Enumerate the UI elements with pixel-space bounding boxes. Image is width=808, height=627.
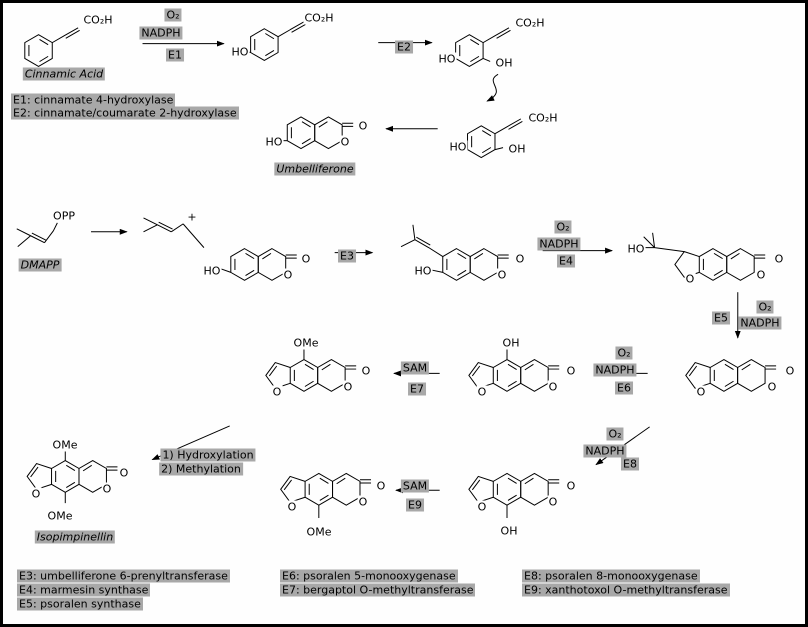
ome-label: OMe [305, 525, 333, 539]
enzyme-e3-label: E3 [338, 249, 356, 263]
legend-e5-line: E5: psoralen synthase [17, 597, 143, 611]
enzyme-e2-label: E2 [395, 40, 413, 54]
exo-oxygen-label: O [357, 119, 369, 133]
legend-e3-line: E3: umbelliferone 6-prenyltransferase [17, 569, 230, 583]
enzyme-e5-label: E5 [712, 311, 730, 325]
sam-cofactor-label: SAM [400, 361, 430, 375]
ring-oxygen-label: O [342, 380, 354, 394]
legend-e6-line: E6: psoralen 5-monooxygenase [280, 569, 458, 583]
xanthotoxin-structure [280, 472, 372, 519]
enzyme-e1-label: E1 [166, 48, 184, 62]
oh-label: OH [499, 524, 519, 538]
furan-oxygen-label: O [286, 500, 298, 514]
ho-label: HO [230, 45, 250, 59]
o2-cofactor-label: O₂ [164, 8, 182, 22]
exo-oxygen-label: O [784, 364, 796, 378]
o2-cofactor-label: O₂ [606, 427, 624, 441]
sam-cofactor-label: SAM [400, 479, 430, 493]
marmesin-structure [642, 232, 766, 281]
co2h-label: CO₂H [82, 13, 114, 27]
arrow-cyclization [486, 73, 499, 102]
exo-oxygen-label: O [773, 252, 785, 266]
hydroxylation-step-label: 1) Hydroxylation [160, 448, 256, 462]
exo-oxygen-label: O [514, 252, 526, 266]
cinnamic-acid-structure [24, 27, 80, 67]
enzyme-e4-label: E4 [557, 254, 575, 268]
xanthotoxol-structure [468, 472, 560, 519]
ring-oxygen-label: O [101, 482, 113, 496]
enzyme-e7-label: E7 [408, 382, 426, 396]
oh-label: OH [507, 142, 527, 156]
ring-oxygen-label: O [496, 268, 508, 282]
bergapten-structure [265, 347, 357, 392]
coumaric-acid-structure [246, 21, 306, 61]
ring-oxygen-label: O [547, 495, 559, 509]
ome-label: OMe [46, 509, 74, 523]
plus-charge-label: + [186, 210, 198, 224]
enzyme-e9-label: E9 [406, 498, 424, 512]
dmapp-name: DMAPP [18, 258, 62, 272]
ring-oxygen-label: O [339, 135, 351, 149]
ome-label: OMe [51, 438, 79, 452]
ho-label: HO [264, 135, 284, 149]
legend-e1-line: E1: cinnamate 4-hydroxylase [11, 93, 176, 107]
exo-oxygen-label: O [565, 479, 577, 493]
dmapp-structure [16, 222, 58, 248]
legend-e9-line: E9: xanthotoxol O-methyltransferase [522, 583, 730, 597]
ring-oxygen-label: O [357, 495, 369, 509]
methylation-step-label: 2) Methylation [159, 462, 243, 476]
nadph-cofactor-label: NADPH [139, 26, 183, 40]
furan-oxygen-label: O [684, 272, 696, 286]
ring-oxygen-label: O [755, 268, 767, 282]
furan-oxygen-label: O [476, 385, 488, 399]
nadph-cofactor-label: NADPH [738, 316, 782, 330]
legend-e4-line: E4: marmesin synthase [17, 583, 151, 597]
enzyme-e8-label: E8 [621, 457, 639, 471]
ho-label: HO [413, 264, 433, 278]
ring-oxygen-label: O [766, 380, 778, 394]
ho-label: HO [626, 242, 646, 256]
o2-cofactor-label: O₂ [756, 300, 774, 314]
exo-oxygen-label: O [565, 364, 577, 378]
co2h-label: CO₂H [527, 111, 559, 125]
co2h-label: CO₂H [514, 16, 546, 30]
nadph-cofactor-label: NADPH [593, 363, 637, 377]
o2-cofactor-label: O₂ [554, 220, 572, 234]
o2-cofactor-label: O₂ [615, 346, 633, 360]
furan-oxygen-label: O [695, 385, 707, 399]
exo-oxygen-label: O [360, 364, 372, 378]
ome-label: OMe [292, 336, 320, 350]
exo-oxygen-label: O [375, 479, 387, 493]
legend-e7-line: E7: bergaptol O-methyltransferase [280, 583, 476, 597]
enzyme-e6-label: E6 [615, 381, 633, 395]
exo-oxygen-label: O [118, 466, 130, 480]
umbelliferone-name: Umbelliferone [274, 162, 356, 176]
nadph-cofactor-label: NADPH [583, 444, 627, 458]
bergaptol-structure [468, 347, 560, 392]
nadph-cofactor-label: NADPH [537, 237, 581, 251]
legend-e2-line: E2: cinnamate/coumarate 2-hydroxylase [11, 106, 239, 120]
furan-oxygen-label: O [271, 385, 283, 399]
exo-oxygen-label: O [300, 252, 312, 266]
cinnamic-acid-name: Cinnamic Acid [22, 67, 106, 81]
opp-label: OPP [52, 209, 76, 223]
oh-label: OH [494, 56, 514, 70]
ho-label: HO [448, 140, 468, 154]
ho-label: HO [202, 264, 222, 278]
legend-e8-line: E8: psoralen 8-monooxygenase [522, 569, 700, 583]
prenyl-cation-umbelliferone-structure [143, 217, 298, 281]
ho-label: HO [437, 52, 457, 66]
co2h-label: CO₂H [303, 11, 335, 25]
oh-label: OH [501, 336, 521, 350]
furan-oxygen-label: O [30, 487, 42, 501]
furan-oxygen-label: O [476, 500, 488, 514]
isopimpinellin-name: Isopimpinellin [34, 530, 116, 544]
ring-oxygen-label: O [547, 380, 559, 394]
ring-oxygen-label: O [282, 268, 294, 282]
demethylsuberosin-structure [400, 224, 510, 281]
